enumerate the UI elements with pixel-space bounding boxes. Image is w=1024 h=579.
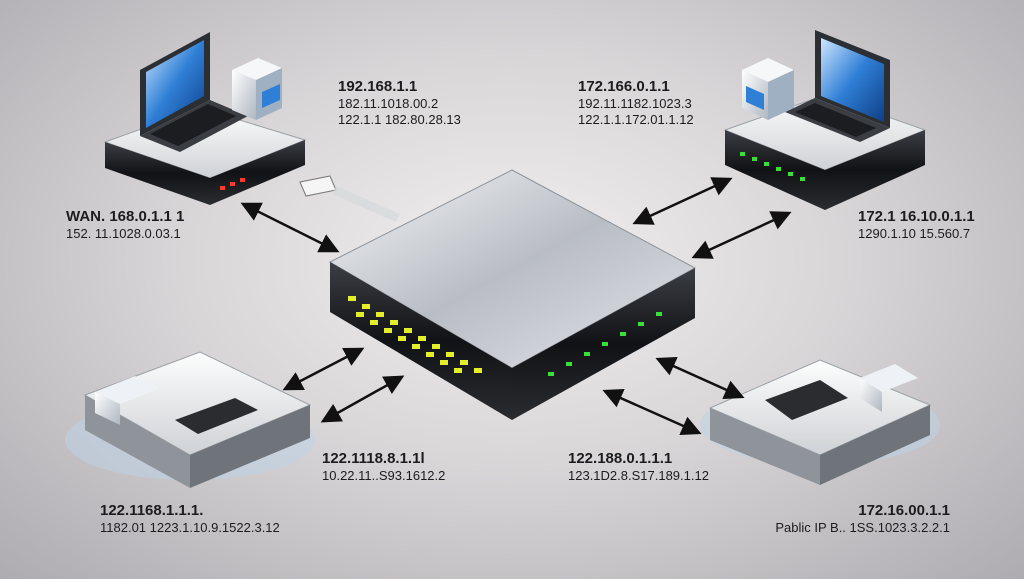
arrow-bottom-left-2 xyxy=(320,375,405,423)
ip-primary: 172.166.0.1.1 xyxy=(578,78,670,95)
ip-secondary: 192.11.1182.1023.3 xyxy=(578,96,692,111)
arrow-top-right-1 xyxy=(632,177,733,225)
arrow-bottom-left-1 xyxy=(282,347,365,391)
ip-secondary: 1182.01 1223.1.10.9.1522.3.12 xyxy=(100,520,280,535)
ip-primary: 122.188.0.1.1.1 xyxy=(568,450,673,467)
ip-secondary: 10.22.11..S93.1612.2 xyxy=(322,468,446,483)
device-bottom-right xyxy=(700,359,940,485)
ip-secondary: 1290.1.10 15.560.7 xyxy=(858,226,971,241)
ip-primary: 172.16.00.1.1 xyxy=(858,502,950,519)
label-top-right: 172.166.0.1.1 192.11.1182.1023.3 122.1.1… xyxy=(578,78,694,127)
switch-ports-left xyxy=(348,296,482,373)
cable-plug xyxy=(299,175,400,222)
label-right: 172.1 16.10.0.1.1 1290.1.10 15.560.7 xyxy=(858,208,975,242)
label-bottom-left: 122.1168.1.1.1. 1182.01 1223.1.10.9.1522… xyxy=(100,502,280,536)
device-top-right xyxy=(723,30,927,210)
device-bottom-left xyxy=(65,351,315,488)
arrow-top-left xyxy=(240,202,340,253)
ip-tertiary: 122.1.1.172.01.1.12 xyxy=(578,111,694,127)
ip-tertiary: 122.1.1 182.80.28.13 xyxy=(338,111,461,127)
label-mid-left: 122.1118.8.1.1l 10.22.11..S93.1612.2 xyxy=(322,450,445,484)
ip-secondary: 123.1D2.8.S17.189.1.12 xyxy=(568,468,709,483)
ip-primary: 172.1 16.10.0.1.1 xyxy=(858,208,975,225)
ip-primary: 192.168.1.1 xyxy=(338,78,418,95)
ip-primary: 122.1118.8.1.1l xyxy=(322,450,425,467)
ip-primary: WAN. 168.0.1.1 1 xyxy=(66,208,185,225)
ip-secondary: 152. 11.1028.0.03.1 xyxy=(66,226,181,241)
ip-primary: 122.1168.1.1.1. xyxy=(100,502,204,519)
connection-arrows xyxy=(240,177,792,436)
label-mid-right: 122.188.0.1.1.1 123.1D2.8.S17.189.1.12 xyxy=(568,450,709,484)
arrow-bottom-right-1 xyxy=(602,388,702,436)
label-left: WAN. 168.0.1.1 1 152. 11.1028.0.03.1 xyxy=(66,208,184,242)
central-switch xyxy=(328,169,697,420)
device-top-left xyxy=(103,32,307,205)
switch-leds-right xyxy=(548,312,662,376)
arrow-top-right-2 xyxy=(691,211,792,259)
label-top-left: 192.168.1.1 182.11.1018.00.2 122.1.1 182… xyxy=(338,78,461,127)
ip-secondary: 182.11.1018.00.2 xyxy=(338,96,439,111)
arrow-bottom-right-2 xyxy=(655,357,745,399)
ip-secondary: Pablic IP B.. 1SS.1023.3.2.2.1 xyxy=(775,520,950,535)
label-bottom-right: 172.16.00.1.1 Pablic IP B.. 1SS.1023.3.2… xyxy=(755,502,950,536)
